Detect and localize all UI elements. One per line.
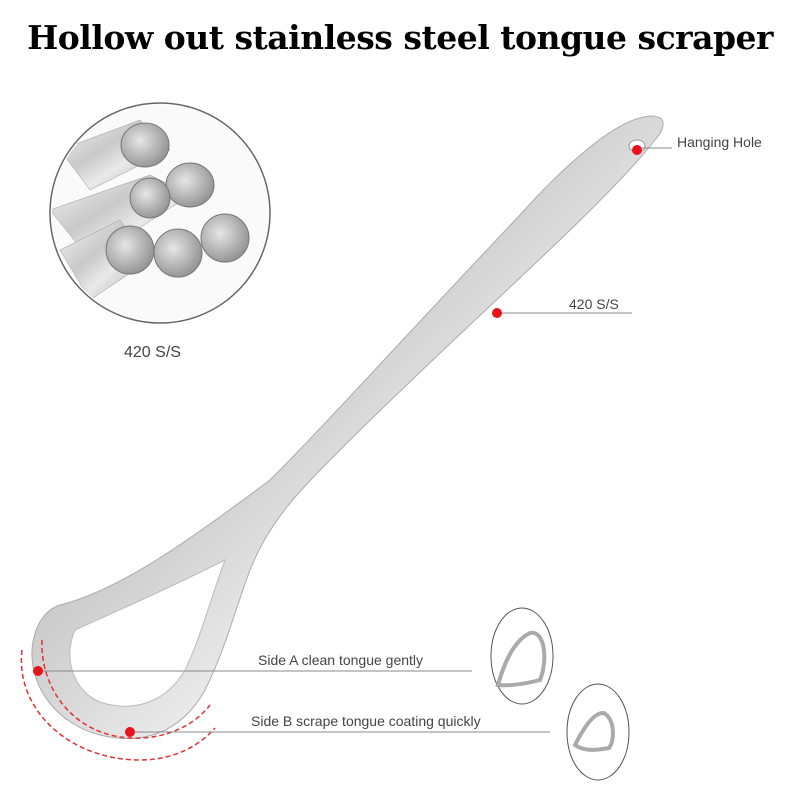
hanging-hole-label: Hanging Hole	[677, 134, 762, 150]
side-b-marker	[125, 727, 135, 737]
side-b-detail	[566, 683, 630, 781]
side-a-label: Side A clean tongue gently	[258, 652, 424, 668]
side-a-marker	[33, 666, 43, 676]
side-b-label: Side B scrape tongue coating quickly	[251, 713, 481, 729]
product-title: Hollow out stainless steel tongue scrape…	[27, 18, 773, 57]
tongue-scraper	[20, 115, 664, 761]
hanging-hole-marker	[632, 145, 642, 155]
steel-rods-inset	[49, 102, 271, 324]
side-a-detail	[490, 607, 554, 705]
material-label: 420 S/S	[569, 296, 619, 312]
material-marker	[492, 308, 502, 318]
inset-material-label: 420 S/S	[124, 344, 181, 361]
